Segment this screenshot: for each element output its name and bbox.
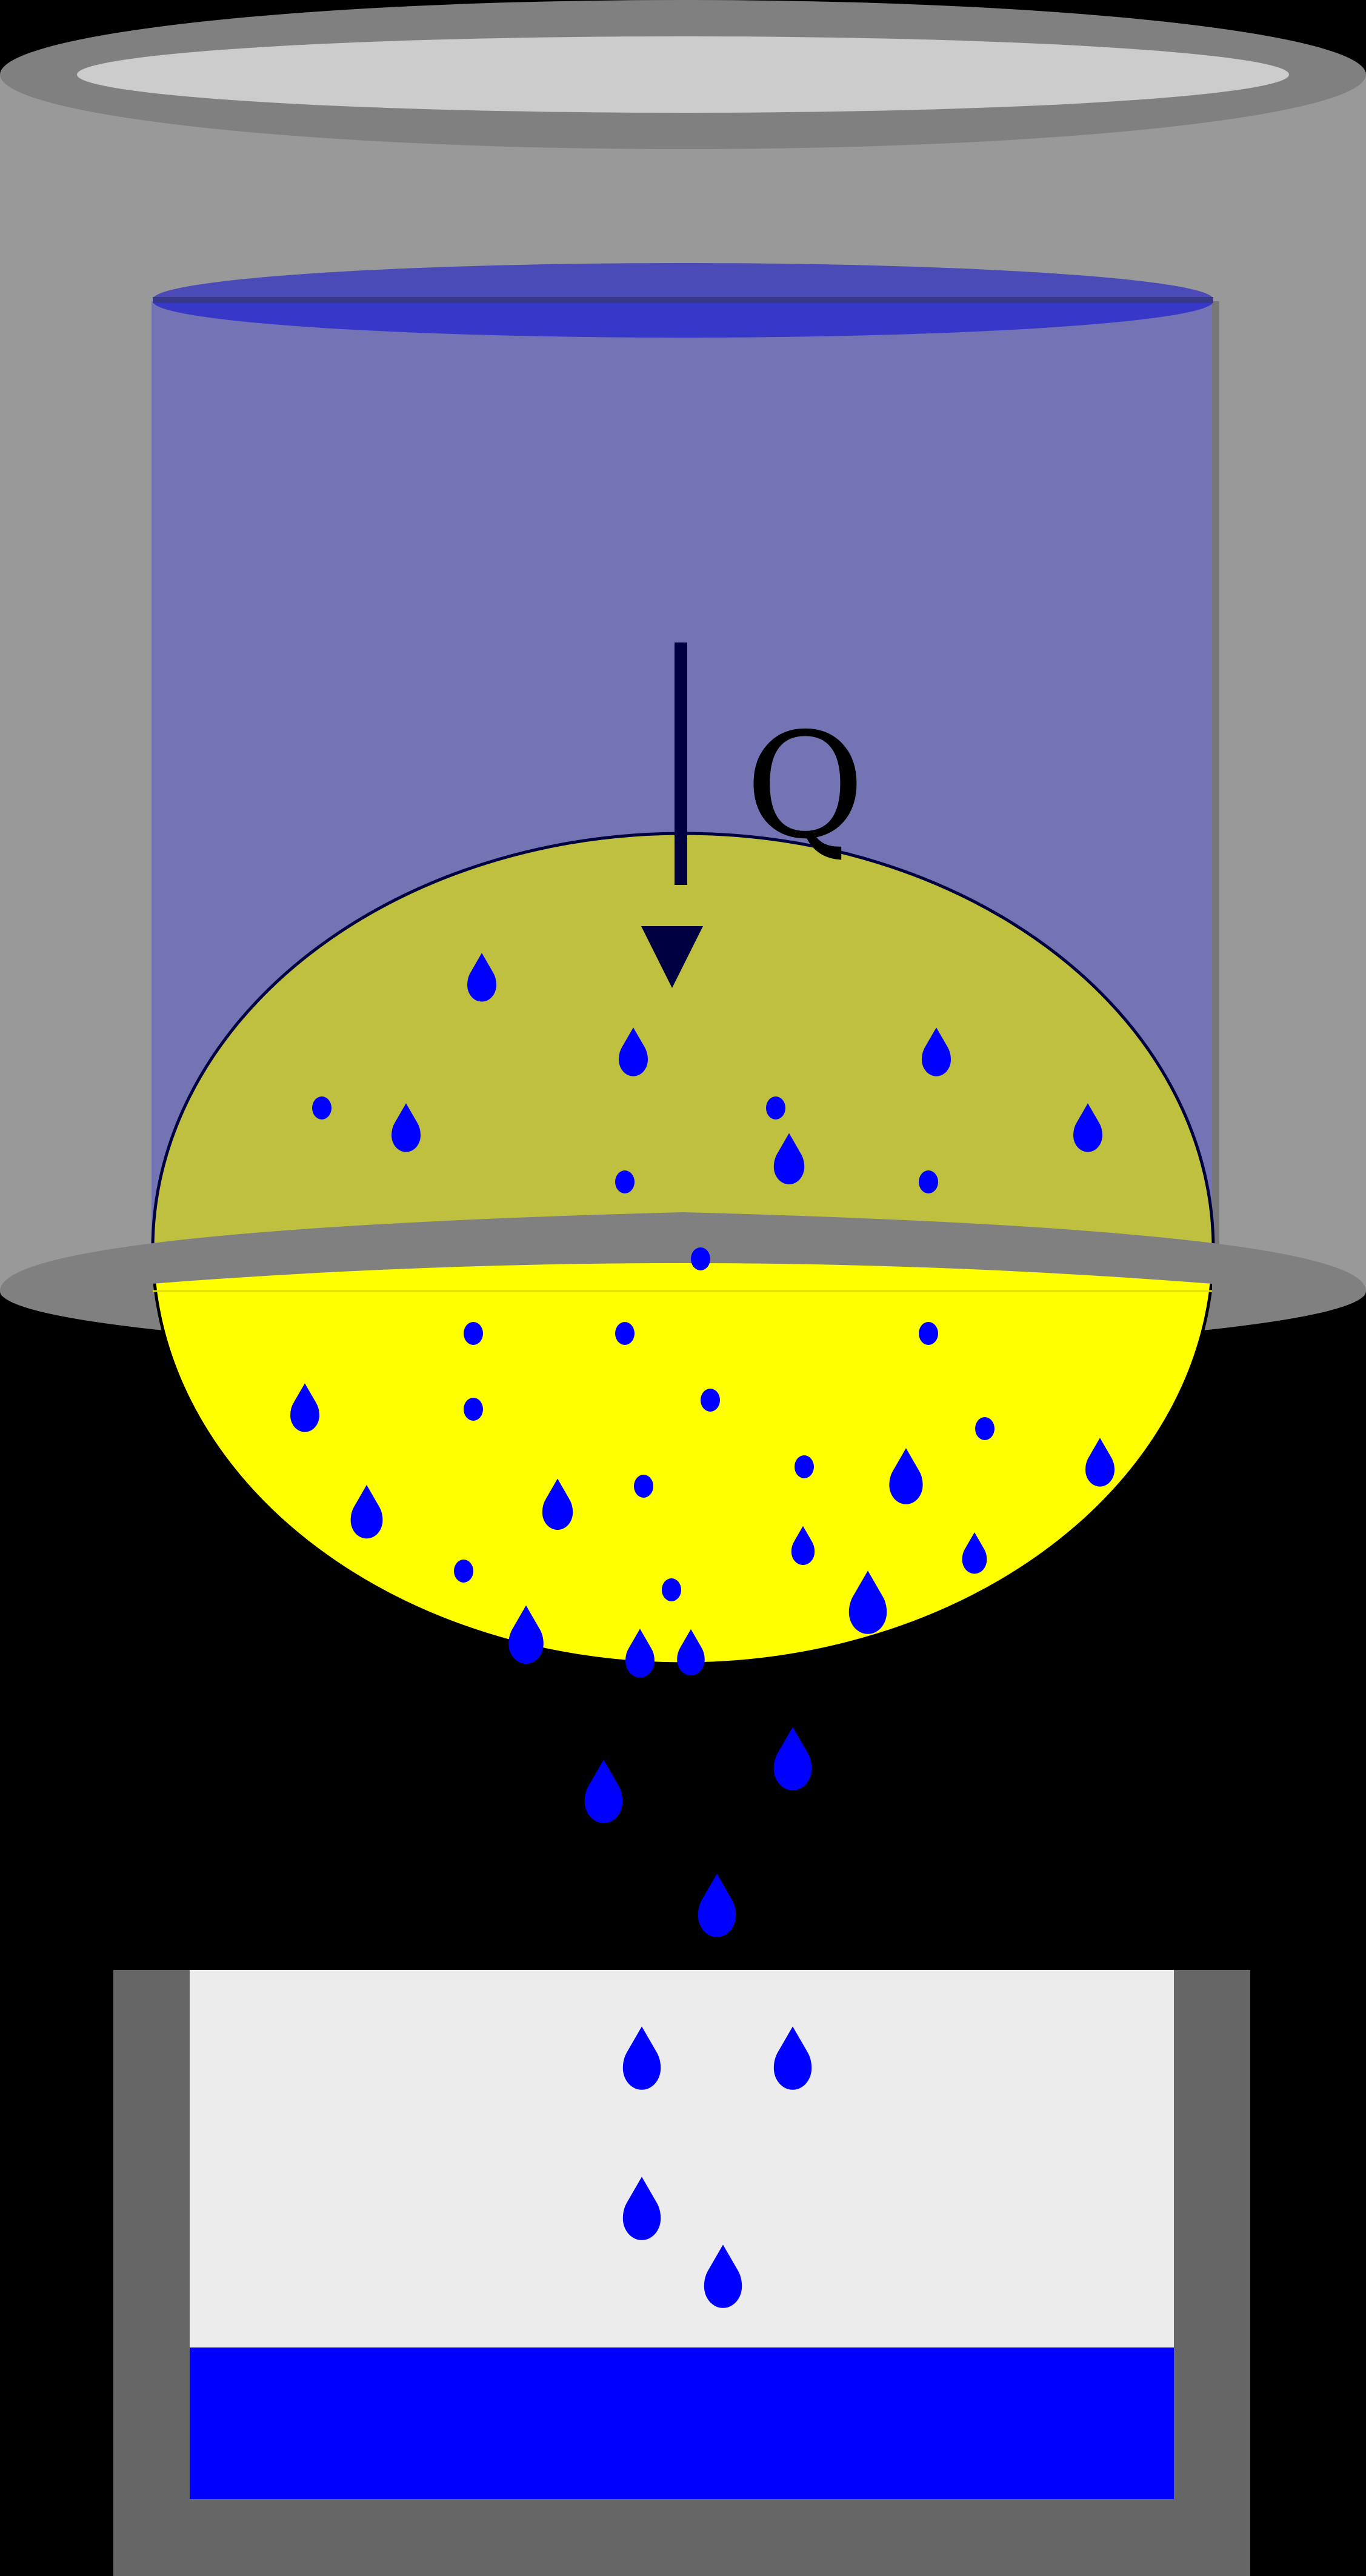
beaker-droplets [622,2026,812,2308]
water-dot [919,1170,938,1193]
water-dot [615,1170,635,1193]
flow-label-q: Q [745,701,865,871]
liquid-surface-line [153,297,1213,303]
arrow-head [641,926,703,988]
falling-droplets [584,1727,812,1937]
water-dot [312,1096,332,1119]
water-droplet-icon [889,1448,923,1504]
cylinder-opening [77,36,1289,113]
water-droplet-icon [542,1478,573,1530]
water-droplet-icon [619,1027,648,1076]
water-droplet-icon [791,1526,815,1566]
cylinder-lower-rim-band [0,1212,1366,1302]
water-dot [766,1096,785,1119]
water-dot [975,1417,995,1440]
water-droplet-icon [773,1133,805,1184]
water-dot [464,1322,483,1345]
liquid-surface-lower-half [153,301,1213,338]
water-dot [701,1389,720,1412]
water-dot [919,1322,938,1345]
collection-beaker [113,1970,1250,2576]
falling-droplet-icon [773,1727,812,1790]
collected-water [190,2347,1174,2499]
water-droplet-icon [391,1103,421,1152]
water-droplet-icon [962,1532,987,1574]
falling-droplet-icon [622,2026,661,2090]
falling-droplet-icon [698,1874,736,1937]
arrow-shaft [675,642,687,885]
water-droplet-icon [922,1027,951,1076]
water-droplet-icon [508,1605,544,1664]
flow-arrow [641,642,703,988]
water-droplet-icon [350,1484,383,1539]
liquid-column-wall-shade [1212,301,1219,1247]
water-dot [454,1560,473,1583]
water-droplet-icon [848,1570,887,1634]
filter-upper-droplets [312,953,1102,1193]
water-droplet-icon [677,1629,705,1676]
water-dot [662,1578,681,1601]
water-dot [795,1455,814,1478]
water-droplet-icon [467,953,496,1002]
water-droplet-icon [290,1383,319,1432]
water-droplet-icon [625,1629,655,1678]
falling-droplet-icon [704,2244,742,2308]
water-droplet-icon [1073,1103,1102,1152]
falling-droplet-icon [622,2177,661,2240]
filter-lower-droplets [290,1247,1114,1678]
falling-droplet-icon [773,2026,812,2090]
water-dot [464,1398,483,1421]
beaker-inside [190,1970,1174,2347]
water-dot [634,1475,653,1498]
water-droplet-icon [1085,1438,1114,1487]
falling-droplet-icon [584,1760,623,1823]
water-dot [615,1322,635,1345]
water-dot [691,1247,710,1270]
